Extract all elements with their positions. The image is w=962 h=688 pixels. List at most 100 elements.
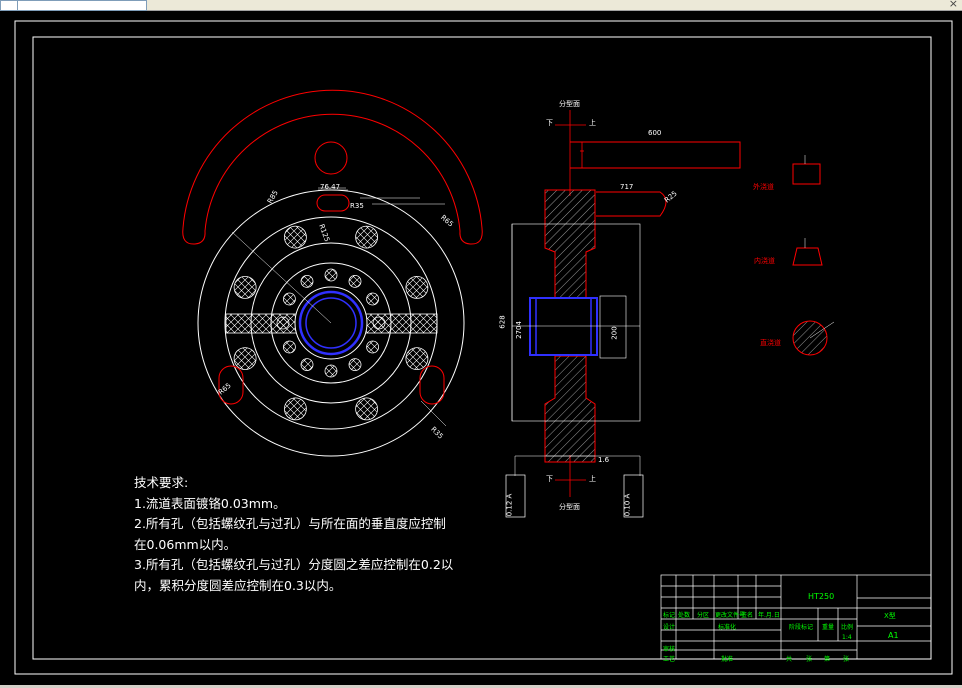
label-inner-runner: 内浇道 (754, 257, 775, 265)
tb-label-1: 处数 (678, 612, 691, 619)
dim-7647: 76.47 (320, 183, 341, 191)
notes-line-2: 2.所有孔（包括螺纹孔与过孔）与所在面的垂直度应控制 (134, 516, 446, 531)
title-material: HT250 (808, 592, 835, 601)
dim-717: 717 (620, 183, 634, 191)
title-block (660, 574, 932, 660)
bolt-hole-inner-8 (300, 274, 314, 288)
bolt-hole-inner-2 (348, 358, 362, 372)
part-section (544, 189, 596, 299)
notes-line-4: 3.所有孔（包括螺纹孔与过孔）分度圆之差应控制在0.2以 (134, 557, 454, 572)
title-sheet-size: A1 (888, 631, 899, 640)
technical-requirements: 技术要求: 1.流道表面镀铬0.03mm。 2.所有孔（包括螺纹孔与过孔）与所在… (134, 473, 464, 596)
plate-outer-circle (197, 189, 465, 457)
window-tab-2[interactable] (17, 0, 147, 11)
tb-label-16: 第 (824, 656, 831, 663)
bolt-hole-inner-3 (324, 364, 338, 378)
bolt-hole-outer-3 (233, 347, 257, 371)
front-view (182, 89, 483, 457)
label-parting-bottom: 分型面 (559, 503, 580, 511)
runner-details (792, 155, 835, 356)
gate-slot-right (419, 365, 445, 405)
tb-label-5: 年.月.日 (758, 612, 780, 619)
runner-arc-outer (182, 89, 483, 229)
sheet-outer-border (14, 20, 953, 675)
tb-label-10: 批准 (721, 656, 734, 663)
cad-drawing-canvas[interactable]: 76.47 R35 R85 R125 R65 R65 R35 分型面 下 上 6… (0, 11, 962, 685)
label-down-bottom: 下 (546, 475, 553, 483)
hub-circle-blue-2 (305, 297, 357, 349)
tb-label-4: 签名 (741, 612, 754, 619)
section-view (505, 110, 741, 518)
bolt-hole-outer-5 (283, 225, 307, 249)
tolerance-right: 0.10 A (623, 493, 632, 517)
bolt-hole-outer-4 (233, 275, 257, 299)
bolt-hole-outer-6 (355, 225, 379, 249)
tb-label-2: 分区 (697, 612, 710, 619)
tb-label-11: 阶段标记 (789, 624, 814, 631)
status-strip (0, 685, 962, 688)
bolt-hole-inner-0 (372, 316, 386, 330)
hub-outline (599, 295, 627, 359)
window-tab-1[interactable] (0, 0, 18, 11)
dim-1-6: 1.6 (598, 456, 610, 464)
tolerance-left: 0.12 A (505, 493, 514, 517)
tb-label-15: 张 (806, 656, 813, 663)
tb-label-17: 张 (843, 656, 850, 663)
tb-label-3: 更改文件号 (715, 612, 746, 619)
runner-end-left (182, 227, 206, 245)
detail-outer-runner (792, 163, 821, 185)
notes-line-5: 内，累积分度圆差应控制在0.3以内。 (134, 577, 342, 593)
tb-label-13: 比例 (841, 624, 854, 631)
dim-2704: 2704 (514, 321, 523, 339)
gate-slot-top (316, 194, 350, 212)
label-up-top: 上 (589, 119, 596, 127)
runner-lower (596, 191, 667, 217)
scroll-strip (957, 11, 962, 685)
tb-label-12: 重量 (822, 624, 835, 631)
bolt-hole-inner-1 (366, 340, 380, 354)
title-part-name: X型 (884, 612, 896, 620)
bolt-hole-inner-6 (276, 316, 290, 330)
tb-label-0: 标记 (663, 612, 676, 619)
part-section-lower (544, 355, 596, 463)
bolt-hole-outer-2 (283, 397, 307, 421)
bolt-holes (233, 225, 429, 421)
tb-label-14: 共 (786, 656, 793, 663)
bolt-hole-inner-11 (366, 292, 380, 306)
dim-628: 628 (498, 315, 507, 329)
runner-end-right (459, 227, 483, 245)
sheet-inner-border (32, 36, 932, 660)
bolt-hole-outer-0 (405, 347, 429, 371)
tb-label-6: 设计 (663, 624, 676, 631)
bolt-hole-inner-9 (324, 268, 338, 282)
label-up-bottom: 上 (589, 475, 596, 483)
dim-200: 200 (610, 326, 619, 340)
notes-line-1: 1.流道表面镀铬0.03mm。 (134, 495, 286, 511)
notes-title: 技术要求: (134, 475, 189, 490)
tolerance-frame-right (623, 474, 644, 518)
bolt-hole-inner-5 (282, 340, 296, 354)
bolt-hole-outer-1 (355, 397, 379, 421)
tb-label-8: 审核 (663, 646, 676, 653)
tb-label-9: 工艺 (663, 656, 676, 663)
hub-section-blue (529, 297, 598, 356)
label-outer-runner: 外浇道 (753, 183, 774, 191)
label-down-top: 下 (546, 119, 553, 127)
bolt-hole-inner-10 (348, 274, 362, 288)
dim-600: 600 (648, 129, 662, 137)
runner-arc-inner (204, 113, 461, 232)
bolt-hole-inner-7 (282, 292, 296, 306)
label-parting-top: 分型面 (559, 100, 580, 108)
gate-slot-left (218, 365, 244, 405)
dim-r35-top: R35 (350, 202, 364, 210)
tolerance-frame-left (505, 474, 526, 518)
bolt-hole-inner-4 (300, 358, 314, 372)
sprue-circle-top (314, 141, 348, 175)
runner-upper (570, 141, 741, 169)
close-icon[interactable]: × (948, 0, 958, 10)
bolt-hole-outer-7 (405, 275, 429, 299)
notes-line-3: 在0.06mm以内。 (134, 536, 237, 552)
label-sprue: 直浇道 (760, 339, 781, 347)
tb-label-7: 标准化 (718, 624, 737, 631)
drawing-svg (14, 20, 953, 675)
